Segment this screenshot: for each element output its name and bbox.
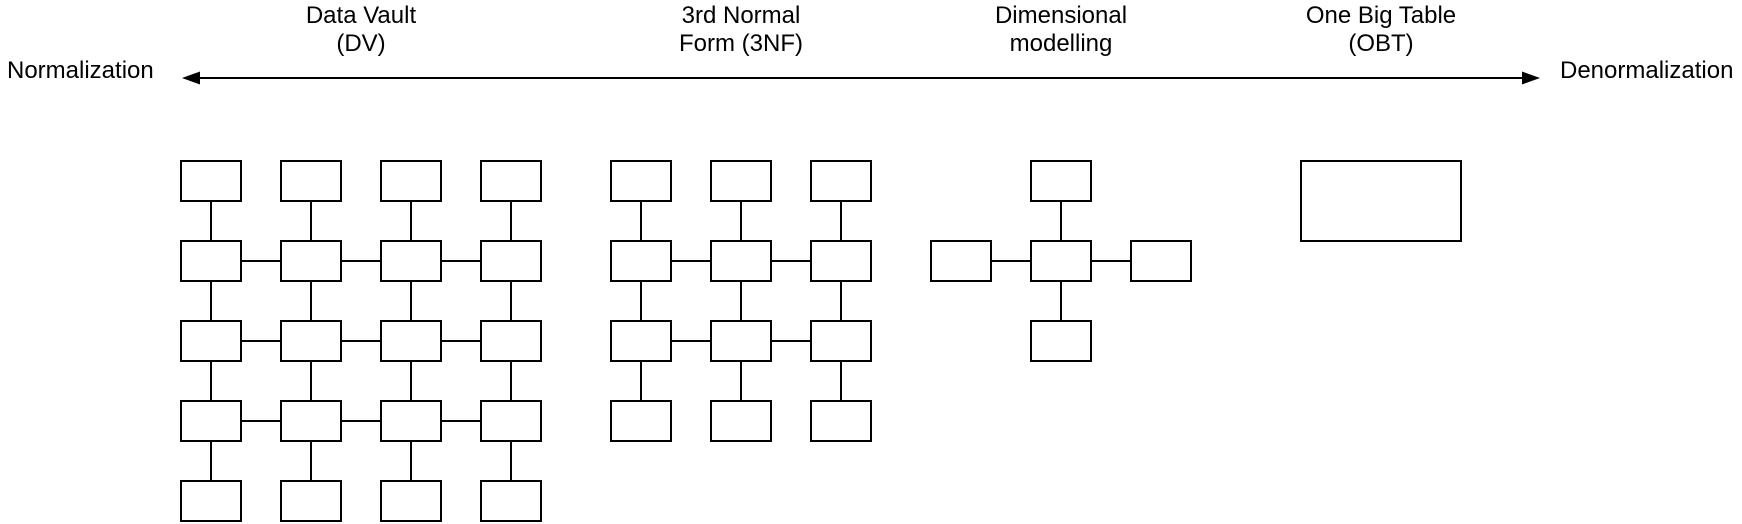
approach-label-data-vault-line2: (DV) [336,30,386,57]
data-vault-table-box [280,160,342,202]
data-vault-table-box [380,480,442,522]
data-vault-table-box [380,320,442,362]
data-vault-table-box [280,320,342,362]
denormalization-label: Denormalization [1560,57,1734,84]
data-vault-table-box [380,400,442,442]
third-normal-form-table-box [610,160,672,202]
third-normal-form-table-box [810,400,872,442]
approach-label-third-normal-form-line2: Form (3NF) [679,30,803,57]
approach-label-one-big-table-line2: (OBT) [1348,30,1414,57]
third-normal-form-table-box [710,400,772,442]
third-normal-form-table-box [610,400,672,442]
third-normal-form-table-box [810,160,872,202]
data-vault-table-box [280,480,342,522]
data-vault-table-box [480,400,542,442]
approach-label-third-normal-form-line1: 3rd Normal [681,2,801,29]
approach-label-data-vault-line1: Data Vault [305,2,417,29]
dimensional-modelling-fact-box [1030,240,1092,282]
data-vault-table-box [480,320,542,362]
data-vault-table-box [480,160,542,202]
third-normal-form-table-box [710,320,772,362]
data-vault-table-box [180,240,242,282]
approach-label-dimensional-modelling-line1: Dimensional [994,2,1128,29]
data-vault-table-box [380,240,442,282]
data-vault-table-box [180,160,242,202]
normalization-label: Normalization [7,57,154,84]
spectrum-arrowhead-right [1522,71,1540,85]
data-vault-table-box [180,400,242,442]
approach-label-one-big-table-line1: One Big Table [1305,2,1457,29]
dimensional-modelling-dimension-box-right [1130,240,1192,282]
approach-label-third-normal-form: 3rd Normal Form (3NF) [581,2,901,58]
data-vault-table-box [180,320,242,362]
third-normal-form-table-box [610,320,672,362]
approach-label-dimensional-modelling: Dimensional modelling [901,2,1221,58]
data-vault-table-box [480,480,542,522]
data-vault-table-box [280,240,342,282]
third-normal-form-table-box [710,240,772,282]
spectrum-arrowhead-left [182,71,200,85]
third-normal-form-table-box [610,240,672,282]
data-vault-table-box [380,160,442,202]
approach-label-one-big-table: One Big Table (OBT) [1221,2,1541,58]
dimensional-modelling-dimension-box-top [1030,160,1092,202]
data-vault-table-box [480,240,542,282]
data-vault-table-box [280,400,342,442]
third-normal-form-table-box [810,320,872,362]
dimensional-modelling-dimension-box-bottom [1030,320,1092,362]
dimensional-modelling-dimension-box-left [930,240,992,282]
third-normal-form-table-box [810,240,872,282]
third-normal-form-table-box [710,160,772,202]
approach-label-data-vault: Data Vault (DV) [201,2,521,58]
approach-label-dimensional-modelling-line2: modelling [1009,30,1113,57]
one-big-table-box [1300,160,1462,242]
data-vault-table-box [180,480,242,522]
